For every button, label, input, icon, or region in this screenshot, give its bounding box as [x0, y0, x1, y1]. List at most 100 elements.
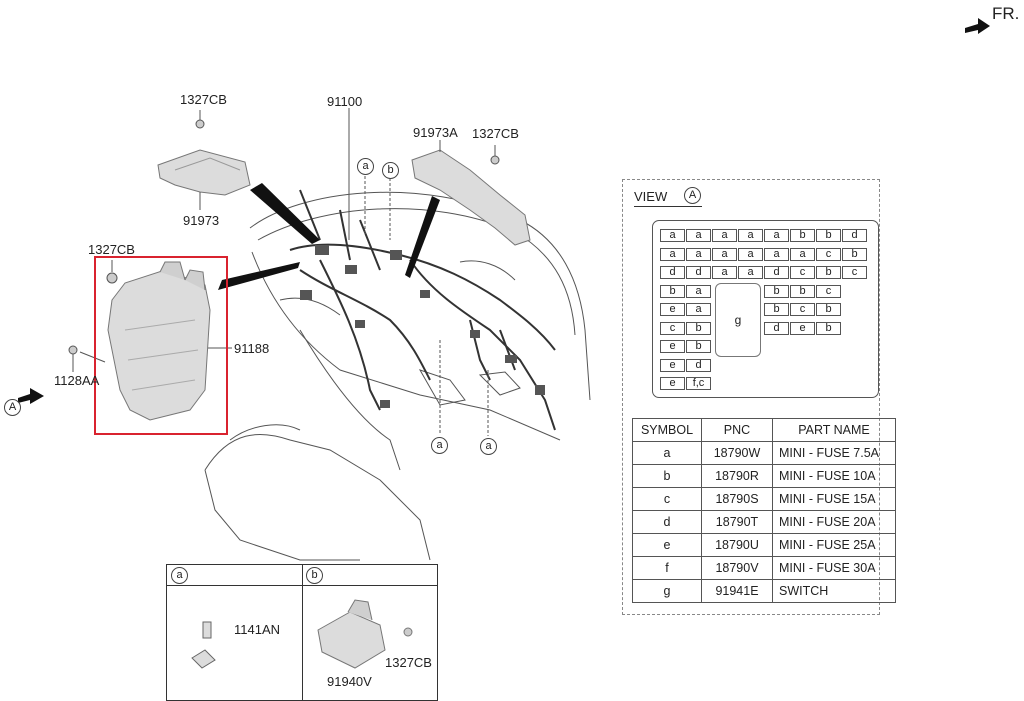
- table-cell: 18790W: [701, 441, 773, 465]
- table-cell: 18790V: [701, 556, 773, 580]
- callout-1327cb-detail: 1327CB: [385, 655, 432, 670]
- fuse-cell: e: [660, 340, 685, 353]
- front-direction-label: FR.: [992, 4, 1020, 23]
- fuse-cell: b: [816, 321, 841, 335]
- fuse-cell: a: [764, 229, 789, 242]
- fuse-cell: a: [686, 284, 711, 298]
- callout-91973: 91973: [183, 213, 220, 228]
- dashboard-outline: [204, 191, 591, 561]
- table-cell: d: [632, 510, 702, 534]
- fuse-cell: b: [790, 284, 815, 298]
- table-cell: MINI - FUSE 25A: [772, 533, 896, 557]
- fuse-cell: e: [660, 377, 685, 390]
- callout-marker-a: a: [357, 158, 374, 175]
- table-cell: g: [632, 579, 702, 603]
- fuse-cell: c: [816, 284, 841, 298]
- fuse-cell: e: [660, 358, 685, 372]
- callout-1327cb-top: 1327CB: [180, 92, 227, 107]
- table-cell: MINI - FUSE 20A: [772, 510, 896, 534]
- callout-1327cb-right: 1327CB: [472, 126, 519, 141]
- callout-91100: 91100: [327, 94, 363, 109]
- fuse-cell: a: [790, 247, 815, 261]
- callout-91188: 91188: [234, 341, 270, 356]
- fuse-cell: d: [764, 266, 789, 279]
- table-cell: 18790S: [701, 487, 773, 511]
- view-a-panel: [622, 179, 880, 615]
- nut-icons: [68, 119, 500, 355]
- table-cell: MINI - FUSE 10A: [772, 464, 896, 488]
- view-title-text: VIEW: [634, 189, 668, 204]
- view-title-marker: A: [684, 187, 701, 204]
- switch-slot-g: g: [715, 283, 761, 357]
- callout-marker-a: a: [480, 438, 497, 455]
- pointer-wedge: [250, 183, 320, 244]
- fuse-cell: a: [712, 229, 737, 242]
- fuse-cell: d: [686, 266, 711, 279]
- fuse-cell: d: [660, 266, 685, 279]
- fuse-cell: b: [686, 340, 711, 353]
- fuse-cell: d: [842, 229, 867, 242]
- fuse-cell: a: [712, 266, 737, 279]
- table-header: PART NAME: [772, 418, 896, 442]
- fuse-cell: d: [686, 358, 711, 372]
- table-cell: c: [632, 487, 702, 511]
- fuse-cell: c: [790, 266, 815, 279]
- fuse-cell: d: [764, 321, 789, 335]
- view-arrow-icon: [18, 388, 44, 404]
- part-91940v-module: [317, 599, 413, 669]
- front-arrow-icon: [965, 18, 990, 34]
- fuse-cell: a: [660, 247, 685, 261]
- detail-box: [166, 564, 438, 701]
- fuse-cell: b: [842, 247, 867, 261]
- table-cell: MINI - FUSE 7.5A: [772, 441, 896, 465]
- fuse-cell: b: [764, 284, 789, 298]
- detail-divider: [302, 565, 303, 700]
- fuse-box-layout: [652, 220, 879, 398]
- table-header: PNC: [701, 418, 773, 442]
- part-1141an-clip: [191, 621, 216, 669]
- fuse-cell: e: [660, 303, 685, 316]
- table-cell: 18790U: [701, 533, 773, 557]
- fuse-cell: b: [816, 229, 841, 242]
- table-header-row: SYMBOL PNC PART NAME: [632, 418, 896, 442]
- view-a-marker: A: [4, 399, 21, 416]
- fuse-cell: a: [686, 303, 711, 316]
- fuse-cell: a: [738, 247, 763, 261]
- part-91973a-bracket: [411, 149, 531, 246]
- table-cell: 18790T: [701, 510, 773, 534]
- pointer-wedge: [218, 262, 300, 290]
- fuse-cell: a: [686, 229, 711, 242]
- table-header: SYMBOL: [632, 418, 702, 442]
- callout-marker-b: b: [382, 162, 399, 179]
- table-cell: a: [632, 441, 702, 465]
- fuse-cell: a: [738, 266, 763, 279]
- table-cell: 18790R: [701, 464, 773, 488]
- callout-91940v: 91940V: [327, 674, 372, 689]
- fuse-cell: b: [816, 303, 841, 316]
- table-cell: e: [632, 533, 702, 557]
- fuse-cell: b: [686, 321, 711, 335]
- table-cell: MINI - FUSE 30A: [772, 556, 896, 580]
- leader-line: [79, 351, 106, 363]
- fuse-cell: c: [660, 321, 685, 335]
- fuse-cell: c: [842, 266, 867, 279]
- fuse-cell: e: [790, 321, 815, 335]
- harness-connectors: [300, 245, 545, 408]
- fuse-cell: a: [660, 229, 685, 242]
- part-91973-bracket: [157, 149, 251, 196]
- table-cell: 91941E: [701, 579, 773, 603]
- fuse-cell: a: [738, 229, 763, 242]
- detail-b-marker: b: [306, 567, 323, 584]
- table-cell: MINI - FUSE 15A: [772, 487, 896, 511]
- fuse-cell: b: [660, 284, 685, 298]
- callout-1327cb-left: 1327CB: [88, 242, 135, 257]
- pointer-wedge: [405, 196, 440, 278]
- fuse-cell: a: [764, 247, 789, 261]
